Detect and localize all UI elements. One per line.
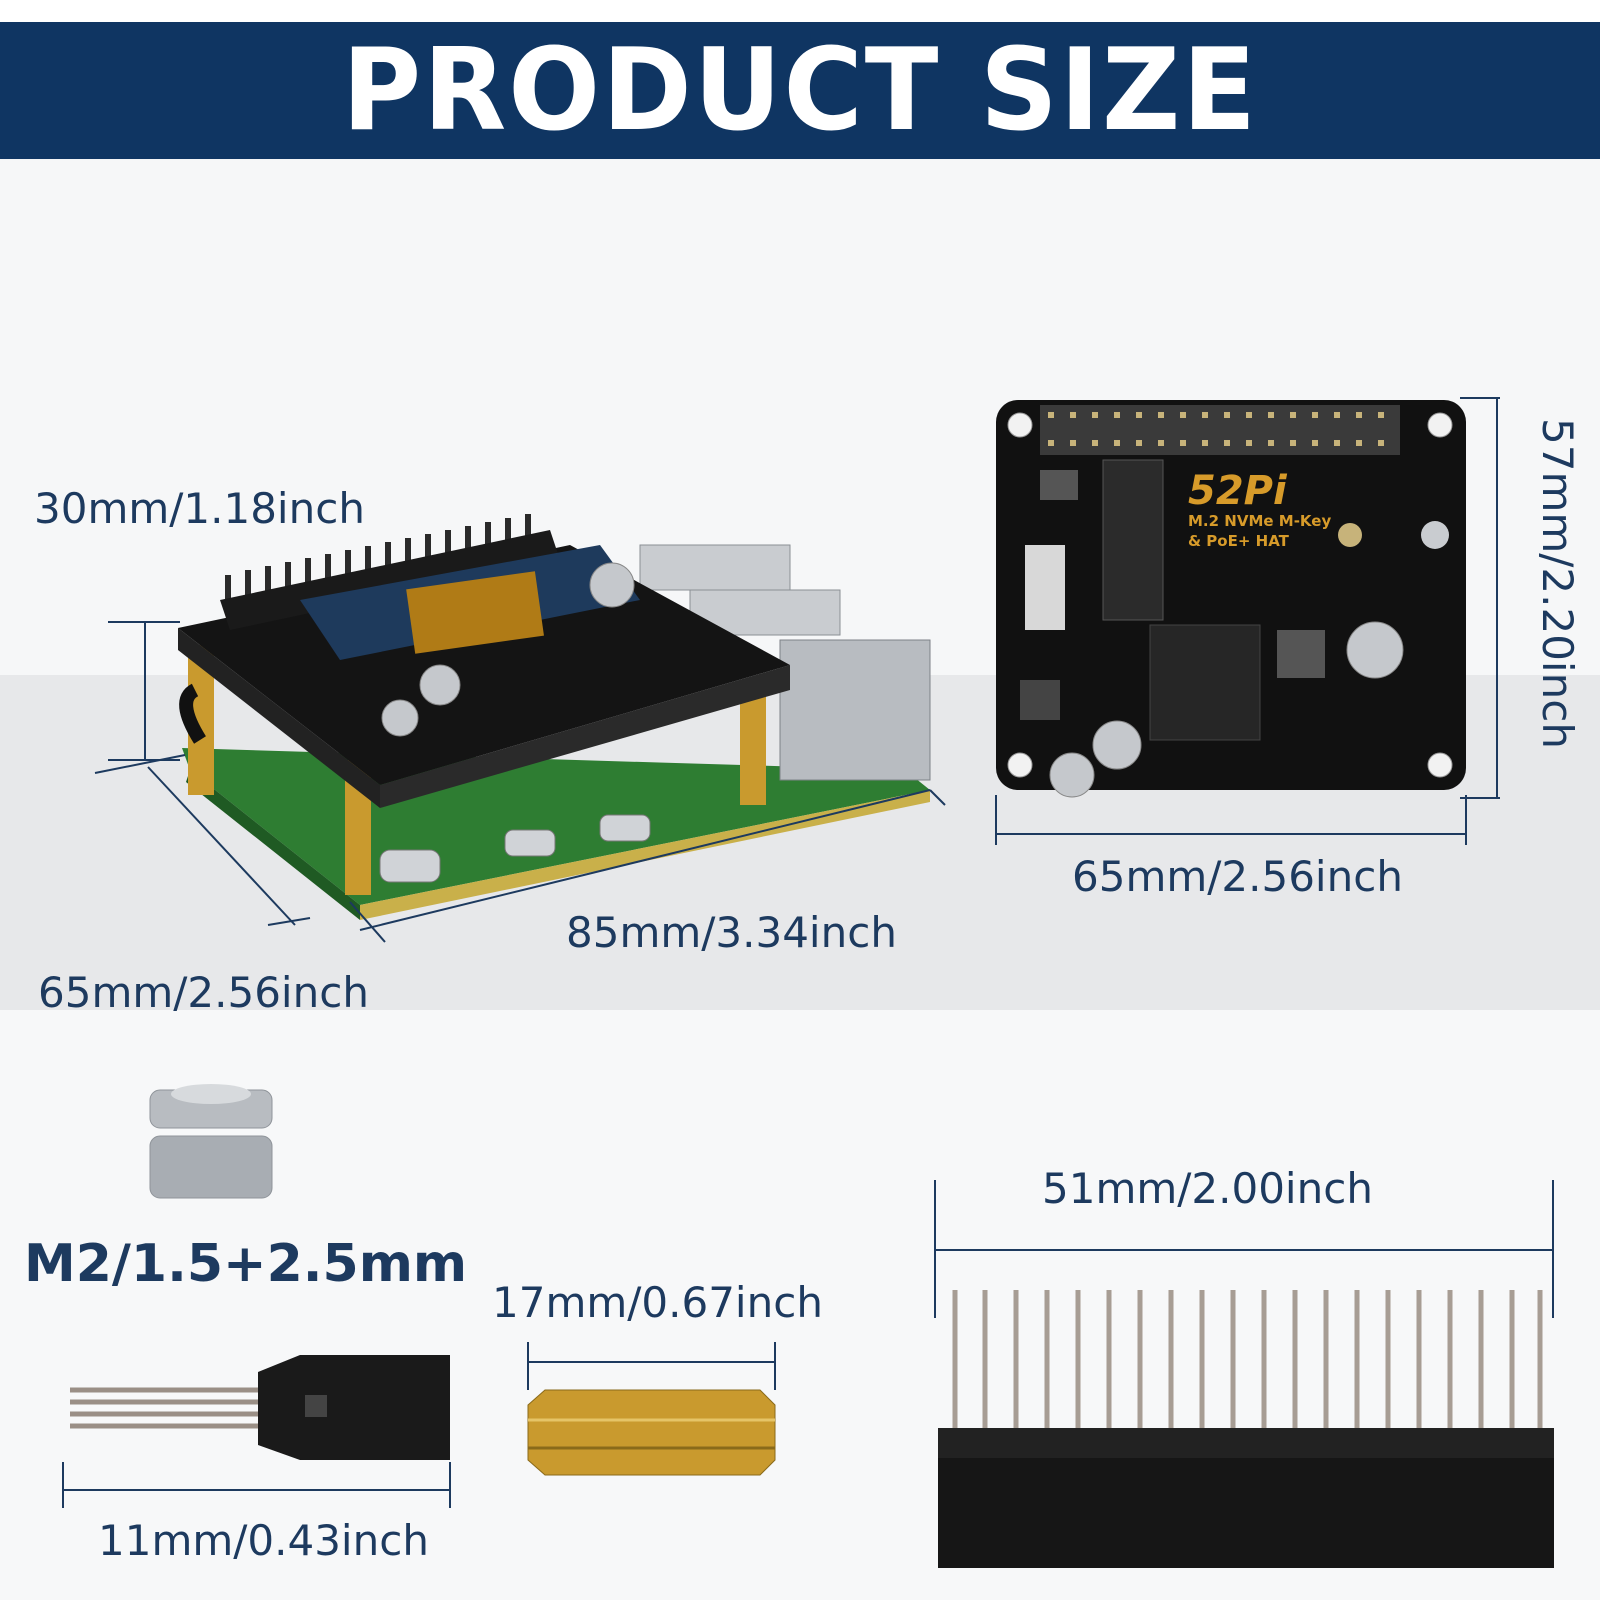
fpc-connector	[1025, 545, 1065, 630]
standoff-image	[527, 1342, 776, 1476]
hat-print-line1: M.2 NVMe M-Key	[1188, 512, 1332, 530]
hat-brand-logo: 52Pi	[1188, 468, 1287, 514]
mounting-hole	[1007, 752, 1033, 778]
hat-height-label: 57mm/2.20inch	[1533, 418, 1582, 749]
m2-slot	[1102, 459, 1164, 621]
dimension-lines	[94, 621, 946, 943]
ethernet-port	[779, 639, 931, 781]
capacitor	[589, 562, 635, 608]
inductor-100	[1277, 630, 1325, 678]
hat-width-label: 65mm/2.56inch	[1072, 852, 1403, 901]
nut-size-label: M2/1.5+2.5mm	[24, 1234, 468, 1294]
assembled-stack-image	[94, 514, 946, 943]
mounting-hole	[1427, 752, 1453, 778]
standoff-size-label: 17mm/0.67inch	[492, 1278, 823, 1327]
inductor-1r2	[1020, 680, 1060, 720]
jumper-cable-image	[62, 1355, 451, 1508]
hat-print-line2: & PoE+ HAT	[1188, 532, 1289, 550]
standoff	[740, 690, 766, 805]
assembly-width-label: 65mm/2.56inch	[38, 968, 369, 1017]
capacitor	[381, 699, 419, 737]
page-title: PRODUCT SIZE	[341, 24, 1259, 157]
m2-nut	[1421, 521, 1449, 549]
dimension-lines	[995, 397, 1500, 845]
inductor	[406, 571, 544, 654]
capacitor	[419, 664, 461, 706]
mounting-hole	[1007, 412, 1033, 438]
transformer	[1149, 624, 1261, 741]
top-gap	[0, 0, 1600, 22]
m2-screw-hole	[1338, 523, 1362, 547]
title-banner: PRODUCT SIZE	[0, 22, 1600, 159]
nut-image	[149, 1084, 273, 1199]
capacitor	[1346, 621, 1404, 679]
usb-c-port	[379, 849, 441, 883]
dimension-lines	[62, 1462, 451, 1508]
hat-board-image	[995, 397, 1500, 845]
inductor-2r2	[1040, 470, 1078, 500]
pin-header-image	[934, 1180, 1554, 1568]
assembly-height-label: 30mm/1.18inch	[34, 484, 365, 533]
micro-hdmi-port	[599, 814, 651, 842]
assembly-length-label: 85mm/3.34inch	[566, 908, 897, 957]
dimension-lines	[527, 1342, 776, 1390]
dimension-lines	[934, 1180, 1554, 1318]
usb-port	[639, 544, 791, 591]
jumper-size-label: 11mm/0.43inch	[98, 1516, 429, 1565]
micro-hdmi-port	[504, 829, 556, 857]
ribbon-cable	[179, 683, 207, 744]
capacitor	[1049, 752, 1095, 798]
header-size-label: 51mm/2.00inch	[1042, 1164, 1373, 1213]
capacitor	[1092, 720, 1142, 770]
mounting-hole	[1427, 412, 1453, 438]
